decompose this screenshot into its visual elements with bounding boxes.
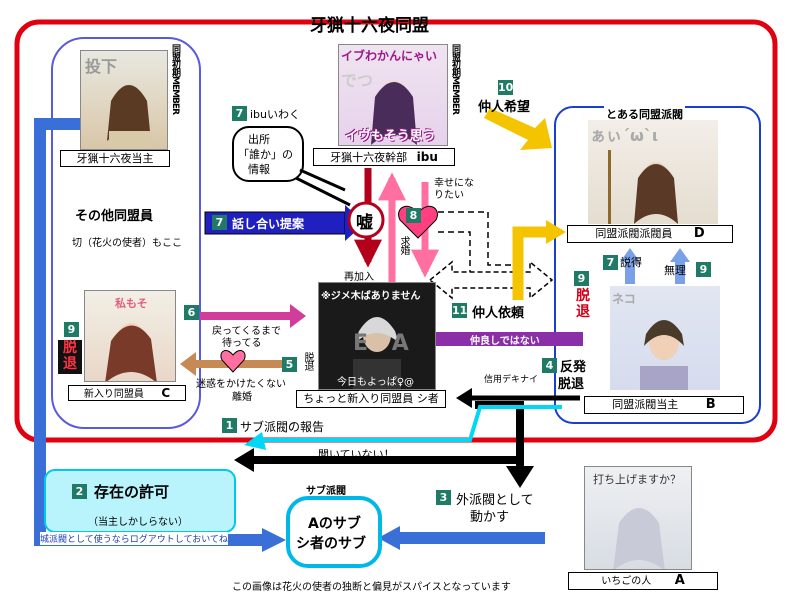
permit-badge: 2	[72, 484, 87, 499]
propose-text: 求婚	[398, 236, 409, 254]
impossible-text: 無理	[664, 264, 686, 277]
ichigo-portrait: 打ち上げますか？	[584, 466, 692, 570]
shisha-figure-icon	[353, 317, 401, 389]
not-close-bar	[433, 332, 583, 346]
heart-badge: 8	[406, 208, 421, 223]
withdraw-c-badge: 9	[64, 322, 79, 337]
newbie-portrait: 私もそ	[84, 290, 176, 382]
lie-text: 嘘	[356, 213, 373, 233]
leave-badge: 5	[282, 357, 297, 372]
mediator-request-badge: 10	[498, 80, 514, 95]
faction-leader-label: 同盟派閥当主 B	[584, 396, 744, 414]
faction-member-portrait: ぁぃ´ω`ι	[588, 120, 718, 224]
shisha-label: ちょっと新入り同盟員 シ者	[296, 390, 446, 408]
sub-line1: Aのサブ	[308, 516, 361, 532]
mediator-ask-badge: 11	[452, 303, 468, 318]
executive-portrait: イブわかんにゃい でつ イヴもそう思う	[338, 44, 448, 146]
leader-member-vertical: 同盟初期MEMBER	[170, 44, 180, 114]
talk-text: 話し合い提案	[232, 217, 305, 231]
executive-figure-icon	[371, 81, 417, 145]
faction-member-label: 同盟派閥派閥員 D	[567, 225, 733, 243]
persuade-text: 説得	[620, 256, 642, 269]
report-text: サブ派閥の報告	[240, 420, 325, 434]
impossible-badge: 9	[696, 262, 711, 277]
outside-badge: 3	[436, 490, 451, 505]
permit-text: 存在の許可	[94, 483, 170, 501]
faction-member-figure-icon	[608, 150, 678, 224]
footer-note: この画像は花火の使者の独断と偏見がスパイスとなっています	[232, 582, 511, 593]
lie-circle	[347, 201, 385, 239]
return-badge: 6	[184, 305, 199, 320]
ibu-bubble-line3: 情報	[248, 163, 270, 176]
faction-leader-portrait: ネコ	[610, 286, 720, 390]
not-heard-text: 聞いていない！	[318, 448, 395, 461]
ibu-bubble-line2: 「誰か」の	[238, 148, 293, 161]
leave-text: 脱退	[302, 352, 313, 370]
ichigo-figure-icon	[613, 508, 665, 569]
return-text-1: 戻ってくるまで	[212, 326, 281, 337]
rejoin-text: 再加入	[344, 272, 374, 283]
rebel-badge: 4	[542, 358, 557, 373]
gold-arrow-request	[484, 108, 552, 150]
faction-title: とある同盟派閥	[604, 106, 685, 122]
diagram-title: 牙猟十六夜同盟	[310, 16, 429, 36]
newbie-figure-icon	[105, 323, 157, 381]
leader-portrait: 投下	[80, 50, 168, 150]
rebel-text: 反発	[560, 360, 587, 375]
not-close-text: 仲良しではない	[470, 336, 540, 347]
distrust-text: 信用デキナイ	[484, 375, 539, 385]
rebel-leave-text: 脱退	[558, 377, 585, 392]
withdraw-d-text: 脱退	[572, 288, 594, 324]
sub-faction-box	[286, 496, 382, 568]
ichigo-label: いちごの人 A	[568, 572, 718, 590]
others-note: 切（花火の使者）もここ	[72, 238, 182, 249]
leader-label: 牙猟十六夜当主	[60, 150, 170, 167]
newbie-label: 新入り同盟員 C	[68, 385, 186, 401]
return-text-2: 待ってる	[222, 338, 262, 349]
executive-label: 牙猟十六夜幹部 ibu	[313, 148, 455, 166]
shisha-portrait: ※ジメ木ばありません E A 今日もよっぱ♀@	[318, 282, 436, 390]
others-title: その他同盟員	[75, 209, 154, 224]
outside-text-2: 動かす	[470, 510, 510, 525]
report-badge: 1	[222, 418, 237, 433]
city-note: 城派閥として使うならログアウトしておいてね	[40, 532, 228, 545]
withdraw-c-text: 脱退	[58, 340, 82, 374]
talk-badge: 7	[212, 215, 227, 230]
leader-figure-icon	[107, 85, 151, 149]
sub-title: サブ派閥	[306, 486, 346, 497]
happy-text: 幸せになりたい	[434, 178, 474, 201]
mediator-ask-text: 仲人依頼	[472, 306, 525, 321]
outside-text-1: 外派閥として	[456, 493, 534, 508]
ibu-note-badge: 7	[232, 106, 247, 121]
sorry-text-1: 迷惑をかけたくない	[196, 379, 286, 390]
sub-line2: シ者のサブ	[296, 536, 366, 552]
faction-leader-figure-icon	[640, 320, 688, 390]
withdraw-d-badge: 9	[574, 271, 589, 286]
mediator-request-text: 仲人希望	[478, 100, 531, 115]
persuade-badge: 7	[603, 255, 618, 270]
sorry-text-2: 離婚	[232, 392, 252, 403]
ibu-bubble-line1: 出所	[248, 133, 270, 146]
ibu-bubble	[232, 126, 304, 182]
ibu-note-title: ibuいわく	[250, 108, 301, 121]
permit-note: （当主しかしらない）	[88, 517, 188, 528]
executive-member-vertical: 同盟初期MEMBER	[450, 44, 460, 114]
